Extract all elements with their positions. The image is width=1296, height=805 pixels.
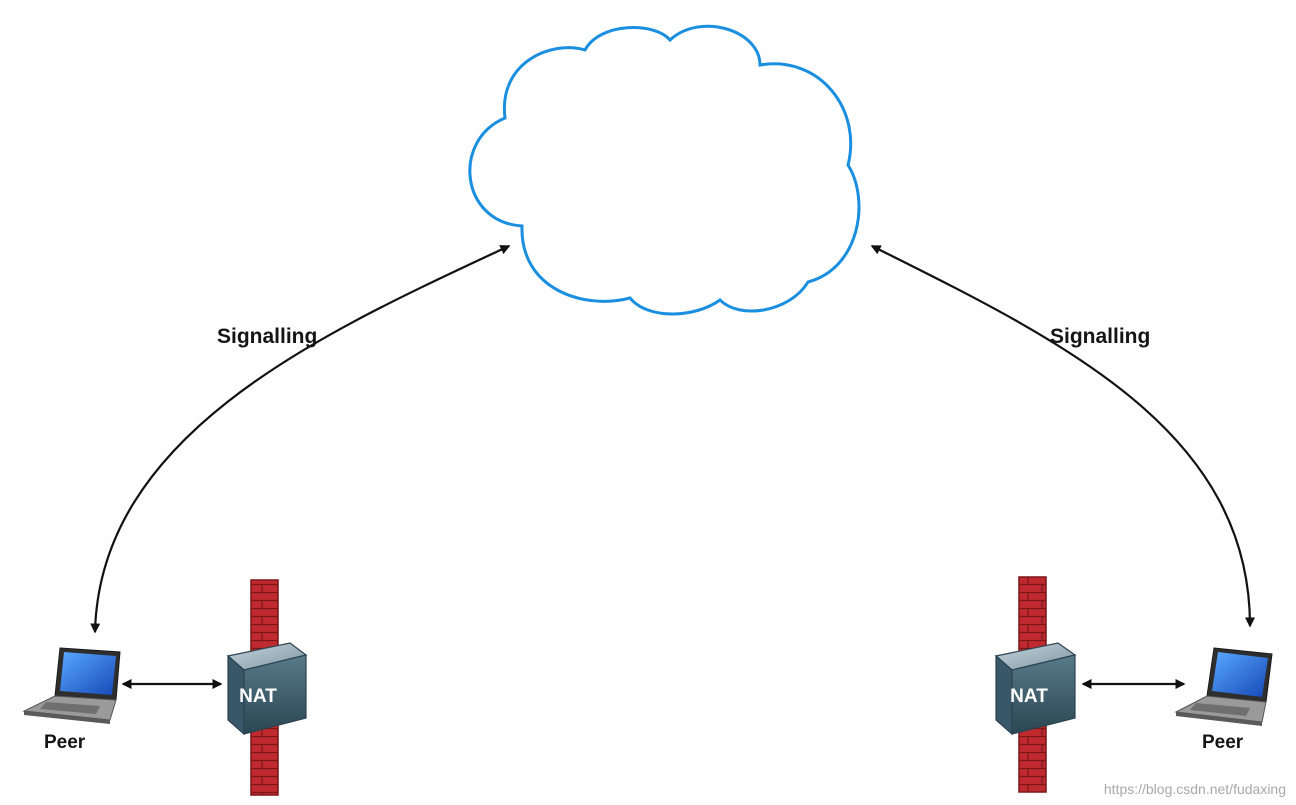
peer-label-left: Peer (44, 732, 86, 753)
signalling-label-left: Signalling (217, 325, 318, 348)
peer-label-right: Peer (1202, 732, 1244, 753)
signalling-label-right: Signalling (1050, 325, 1151, 348)
peer-laptop-left (22, 647, 121, 724)
nat-label-left: NAT (239, 686, 277, 707)
nat-router-right: NAT (994, 642, 1077, 736)
nat-router-left: NAT (226, 642, 308, 736)
signalling-arrow-right (870, 245, 1255, 628)
nat-label-right: NAT (1010, 686, 1048, 707)
watermark: https://blog.csdn.net/fudaxing (1103, 781, 1286, 797)
signalling-server-cloud (468, 24, 861, 316)
peer-laptop-right (1174, 647, 1273, 726)
signalling-arrow-left (90, 245, 511, 634)
